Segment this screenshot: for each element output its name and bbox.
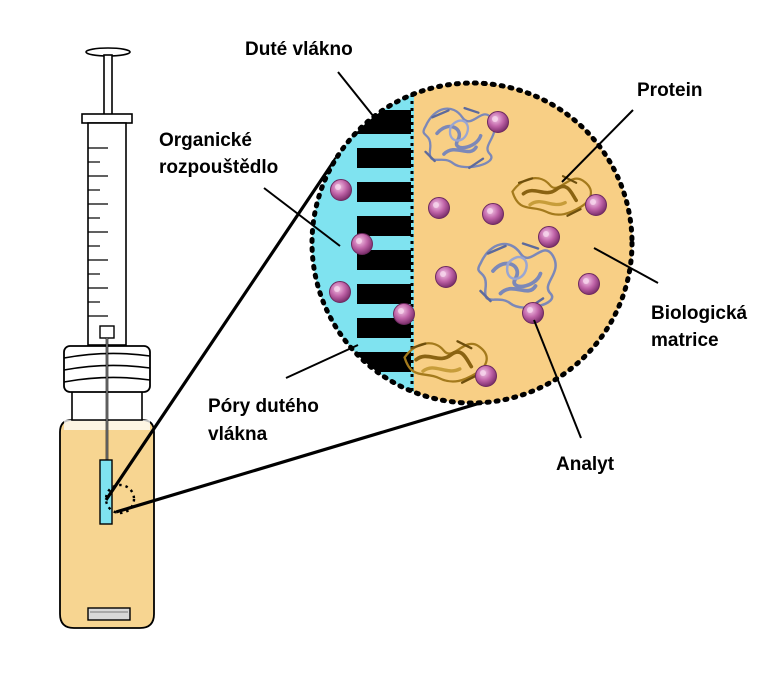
syringe [81,47,133,346]
label-fiber-pores-line1: Póry dutého [208,396,319,417]
label-biological-matrix-line2: matrice [651,330,719,351]
syringe-graduations [88,147,108,317]
label-organic-solvent-line1: Organické [159,130,252,151]
label-fiber-pores-line2: vlákna [208,424,268,445]
label-organic-solvent-line2: rozpouštědlo [159,157,278,178]
leader-lines [263,71,659,439]
fiber-wall [357,83,414,403]
magnified-view [309,80,635,406]
label-analyte: Analyt [556,454,615,475]
zoom-lines [104,157,541,514]
magnified-view-border [309,80,635,406]
zoom-origin-circle [104,483,136,515]
label-biological-matrix-line1: Biologická [651,303,748,324]
label-protein: Protein [637,80,702,101]
label-hollow-fiber: Duté vlákno [245,39,353,60]
